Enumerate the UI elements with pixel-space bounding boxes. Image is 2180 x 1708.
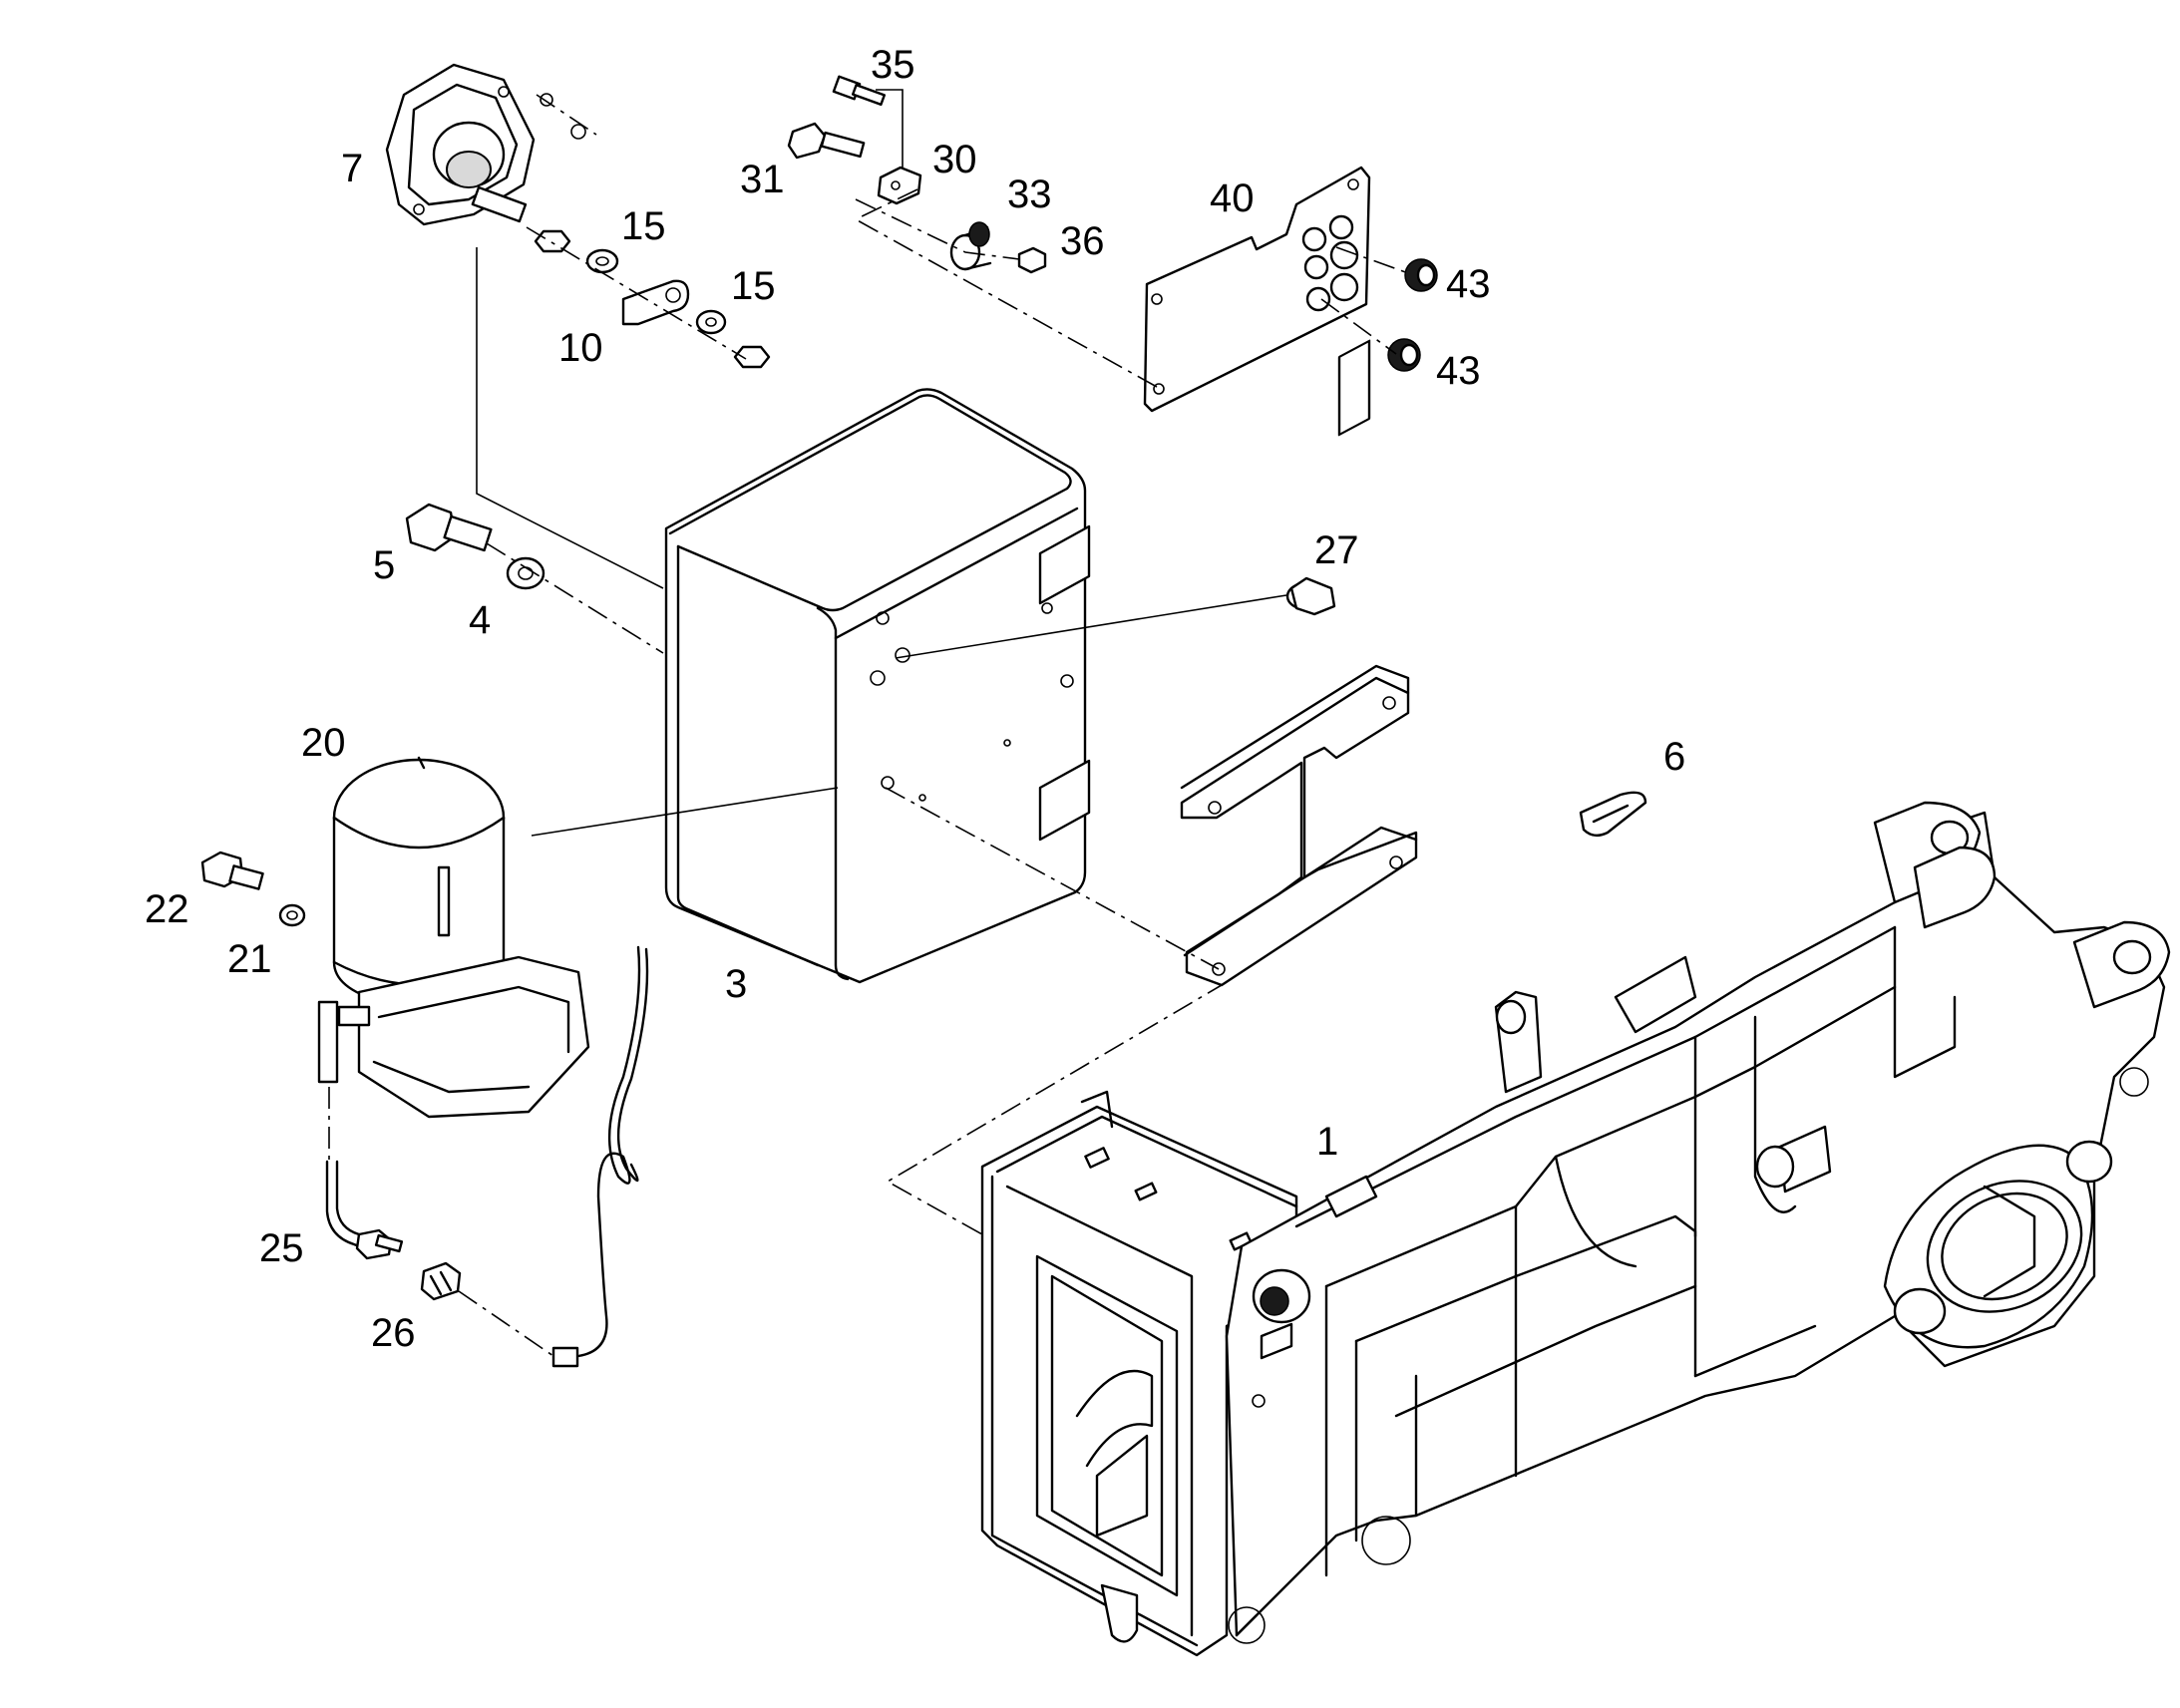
part-43-grommet-lower	[1387, 338, 1421, 372]
callout-36: 36	[1060, 219, 1105, 263]
part-25-elbow-tube	[325, 1160, 404, 1260]
part-40-plate	[1143, 166, 1371, 413]
callout-15-lower: 15	[731, 264, 776, 308]
centre-lines	[328, 94, 1412, 1357]
part-21-washer	[278, 903, 306, 927]
h-bracket	[1180, 664, 1418, 987]
callout-20: 20	[301, 721, 346, 765]
callout-33: 33	[1007, 172, 1052, 216]
part-26-fitting	[420, 1261, 462, 1301]
part-27-plug	[1285, 576, 1336, 616]
part-43-grommet-upper	[1404, 258, 1438, 292]
part-31-bolt	[787, 122, 866, 160]
part-5-bolt	[405, 503, 493, 552]
callout-26: 26	[371, 1311, 416, 1355]
callout-7: 7	[341, 147, 363, 190]
part-3-cabinet	[664, 339, 1371, 984]
part-7-flange-assembly	[385, 63, 619, 274]
callout-5: 5	[373, 543, 395, 587]
callout-40: 40	[1210, 176, 1255, 220]
callout-21: 21	[227, 937, 272, 981]
part-35-bolt	[832, 75, 887, 107]
callout-27: 27	[1314, 528, 1359, 572]
part-4-washer	[506, 556, 545, 590]
callout-31: 31	[740, 158, 785, 201]
part-36-nut	[1017, 246, 1047, 274]
callout-35: 35	[871, 43, 915, 87]
callouts: 1 3 4 5 6 7 10 15 15 20 21 22 25 26 27 3…	[145, 43, 1685, 1355]
callout-1: 1	[1316, 1120, 1338, 1164]
part-33-gland	[949, 221, 992, 271]
callout-22: 22	[145, 887, 189, 931]
leader-lines	[476, 89, 1287, 837]
callout-10: 10	[558, 326, 603, 370]
part-20-reservoir	[332, 756, 506, 1011]
callout-4: 4	[469, 598, 491, 642]
callout-15-upper: 15	[621, 204, 666, 248]
part-22-bolt	[200, 851, 264, 890]
callout-3: 3	[725, 962, 747, 1006]
callout-30: 30	[932, 138, 977, 181]
callout-43-lower: 43	[1436, 349, 1481, 393]
callout-6: 6	[1663, 735, 1685, 779]
grease-hose	[551, 945, 649, 1368]
part-1-frame	[980, 801, 2171, 1657]
callout-25: 25	[259, 1226, 304, 1270]
part-30-clip	[877, 166, 922, 205]
part-20-pump-base	[317, 955, 590, 1119]
part-6-handle	[1579, 791, 1647, 838]
part-10-lever	[621, 279, 771, 369]
callout-43-upper: 43	[1446, 262, 1491, 306]
